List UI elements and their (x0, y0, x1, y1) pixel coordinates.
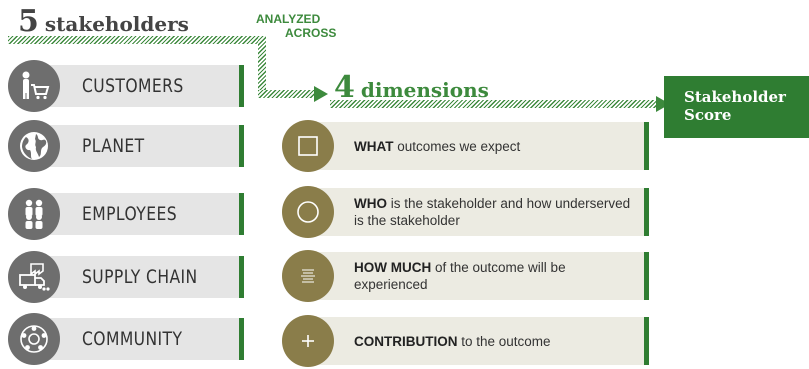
stakeholder-label: PLANET (82, 135, 145, 157)
stakeholder-bar (34, 256, 244, 298)
stakeholders-word: stakeholders (44, 12, 189, 36)
dimension-description: of the outcome will be experienced (354, 260, 566, 292)
stakeholders-title: 5 stakeholders (18, 4, 189, 39)
circle-icon (282, 186, 334, 238)
connector-label-line1: ANALYZED (256, 12, 321, 26)
stakeholder-bar (34, 318, 244, 360)
stakeholder-row-employees: EMPLOYEES (8, 188, 244, 240)
stakeholder-bar (34, 193, 244, 235)
stakeholder-row-supply-chain: SUPPLY CHAIN (8, 251, 244, 303)
stakeholder-label: SUPPLY CHAIN (82, 266, 198, 288)
dimension-keyword: CONTRIBUTION (354, 333, 458, 349)
stakeholder-row-planet: PLANET (8, 120, 244, 172)
lines-icon (282, 250, 334, 302)
dimensions-title: 4 dimensions (334, 70, 489, 105)
dimension-row-what: WHAT outcomes we expect (282, 120, 649, 172)
dimension-description: is the stakeholder and how underserved i… (354, 196, 631, 228)
dimension-text: WHAT outcomes we expect (354, 120, 634, 172)
dimension-row-who: WHO is the stakeholder and how underserv… (282, 186, 649, 238)
stakeholder-score-box: Stakeholder Score (664, 76, 809, 138)
connector-label: ANALYZED ACROSS (238, 12, 348, 40)
dimension-keyword: HOW MUCH (354, 260, 432, 275)
stakeholder-bar (34, 65, 244, 107)
dimension-description: outcomes we expect (393, 138, 521, 154)
dimension-text: HOW MUCH of the outcome will be experien… (354, 250, 634, 302)
dimension-bar (308, 188, 649, 236)
stakeholder-row-community: COMMUNITY (8, 313, 244, 365)
stakeholder-label: EMPLOYEES (82, 203, 178, 225)
dimension-bar (308, 317, 649, 365)
dimension-bar (308, 122, 649, 170)
globe-icon (8, 120, 60, 172)
dimensions-word: dimensions (360, 78, 489, 102)
dimension-bar (308, 252, 649, 300)
arrow-head-2 (656, 96, 670, 112)
dimension-keyword: WHAT (354, 138, 394, 154)
square-icon (282, 120, 334, 172)
underline-dimensions (330, 100, 660, 108)
connector-label-line2: ACROSS (285, 26, 337, 40)
score-line1: Stakeholder (684, 88, 786, 106)
people-group-icon (8, 188, 60, 240)
arrow-head-1 (314, 86, 328, 102)
dimension-row-contribution: CONTRIBUTION to the outcome (282, 315, 649, 367)
score-line2: Score (684, 106, 732, 124)
stakeholders-number: 5 (18, 4, 39, 39)
community-circle-icon (8, 313, 60, 365)
factory-truck-icon (8, 251, 60, 303)
plus-icon (282, 315, 334, 367)
dimension-text: CONTRIBUTION to the outcome (354, 315, 634, 367)
dimension-text: WHO is the stakeholder and how underserv… (354, 186, 634, 238)
dimension-keyword: WHO (354, 196, 387, 211)
underline-stakeholders (8, 36, 266, 44)
dimension-row-how-much: HOW MUCH of the outcome will be experien… (282, 250, 649, 302)
dimensions-number: 4 (334, 70, 355, 105)
stakeholder-bar (34, 125, 244, 167)
customer-cart-icon (8, 60, 60, 112)
stakeholder-row-customers: CUSTOMERS (8, 60, 244, 112)
stakeholder-label: CUSTOMERS (82, 75, 184, 97)
stakeholder-label: COMMUNITY (82, 328, 183, 350)
connector-vertical (258, 36, 266, 98)
dimension-description: to the outcome (457, 333, 551, 349)
connector-horizontal (258, 90, 318, 98)
